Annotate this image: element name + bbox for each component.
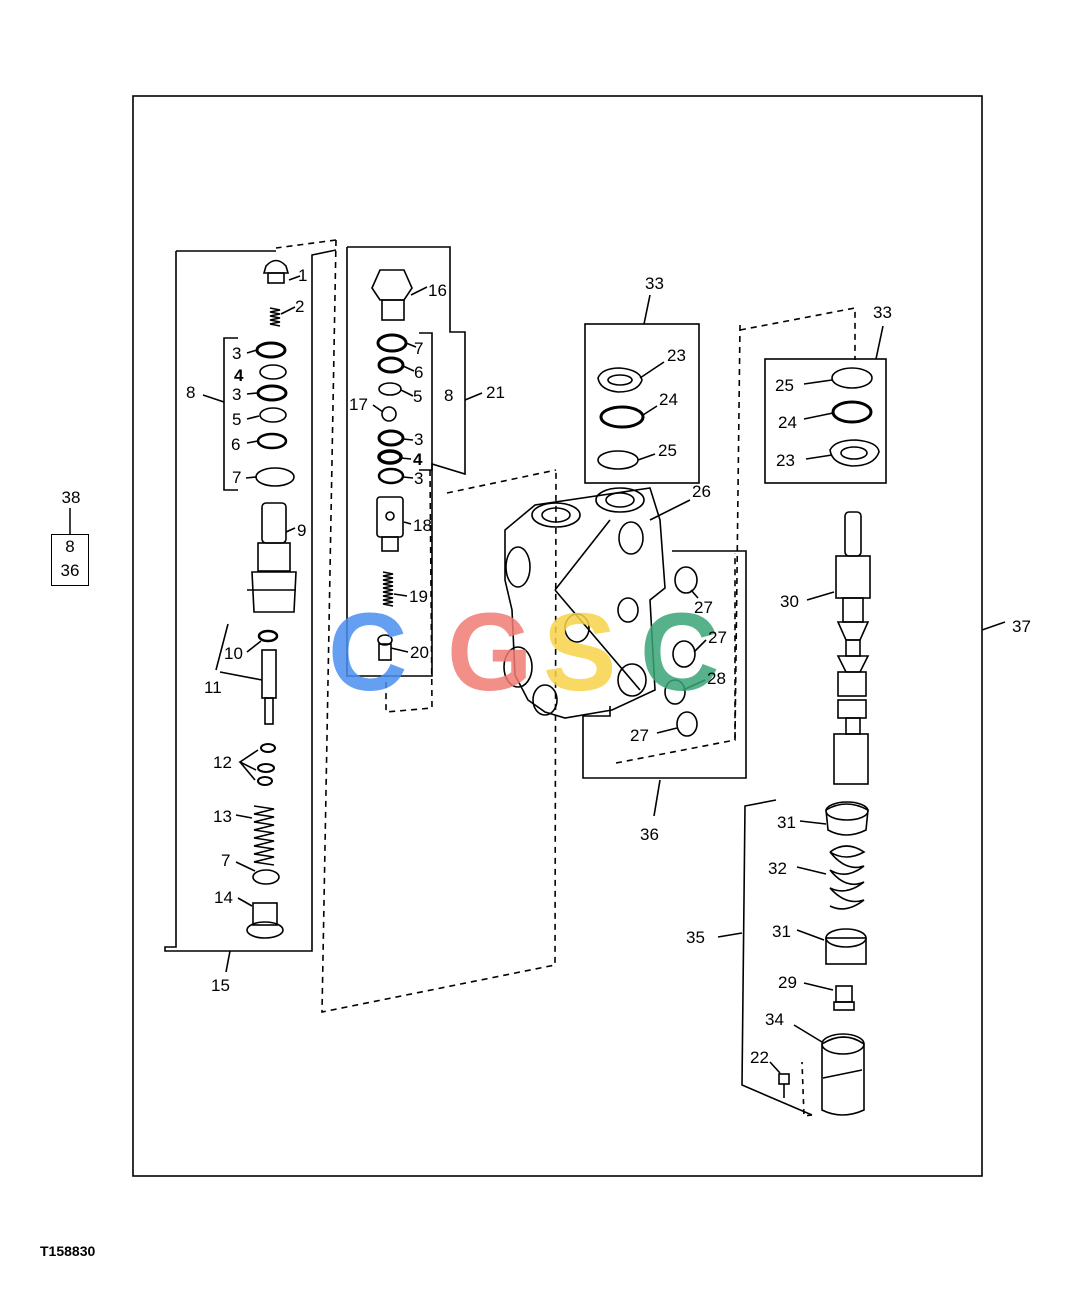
callout: 30: [780, 592, 799, 611]
part-30-spool: [833, 511, 871, 785]
callout: 18: [413, 516, 432, 535]
callout: 1: [298, 266, 307, 285]
callout: 15: [211, 976, 230, 995]
callout: 34: [765, 1010, 784, 1029]
callout: 9: [297, 521, 306, 540]
watermark-letter-3: S: [543, 591, 616, 714]
callout: 31: [777, 813, 796, 832]
group-21-dashed: [321, 239, 557, 1013]
callout: 17: [349, 395, 368, 414]
callout: 12: [213, 753, 232, 772]
reference-box-line-2: 36: [60, 561, 80, 580]
callout: 28: [707, 669, 726, 688]
callout: 20: [410, 643, 429, 662]
callout: 3: [414, 469, 423, 488]
part-26-valve-body: [503, 487, 691, 719]
callout: 24: [659, 390, 678, 409]
watermark-letter-1: C: [328, 591, 407, 714]
callout: 14: [214, 888, 233, 907]
callout: 2: [295, 297, 304, 316]
callout: 33: [645, 274, 664, 293]
callout: 4: [413, 450, 423, 469]
watermark: C G S C: [328, 591, 719, 714]
callout: 31: [772, 922, 791, 941]
callout: 8: [186, 383, 195, 402]
callout: 32: [768, 859, 787, 878]
part-13-spring: [253, 805, 275, 866]
callout-labels: 1 2 3 4 3 5 6 7 8 9 10 11 12 13 7 14 15 …: [186, 266, 1031, 1067]
callout: 29: [778, 973, 797, 992]
part-1-cap: [262, 259, 290, 274]
callout: 11: [204, 678, 222, 697]
reference-number: 38: [61, 488, 81, 507]
callout: 22: [750, 1048, 769, 1067]
group-15-outline: [164, 249, 337, 952]
callout: 27: [630, 726, 649, 745]
part-18-piston: [376, 496, 404, 538]
callout: 7: [232, 468, 241, 487]
part-2-spring: [269, 307, 281, 327]
diagram-frame: [132, 95, 983, 1177]
callout: 8: [444, 386, 453, 405]
callout: 37: [1012, 617, 1031, 636]
callout: 24: [778, 413, 797, 432]
callout: 25: [775, 376, 794, 395]
callout: 19: [409, 587, 428, 606]
callout: 16: [428, 281, 447, 300]
callout: 5: [232, 410, 241, 429]
callout: 25: [658, 441, 677, 460]
callout: 13: [213, 807, 232, 826]
reference-box-line-1: 8: [65, 537, 75, 556]
callout: 3: [232, 344, 241, 363]
watermark-letter-4: C: [640, 591, 719, 714]
callout: 23: [667, 346, 686, 365]
callout: 6: [231, 435, 240, 454]
figure-id: T158830: [40, 1243, 96, 1259]
part-32-spring: [829, 845, 866, 910]
callout: 27: [694, 598, 713, 617]
callout: 7: [414, 339, 423, 358]
callout: 26: [692, 482, 711, 501]
part-34-housing: [821, 1036, 865, 1116]
part-16-plug: [371, 269, 413, 301]
callout: 5: [413, 387, 422, 406]
callout: 33: [873, 303, 892, 322]
watermark-letter-2: G: [447, 591, 533, 714]
callout: 23: [776, 451, 795, 470]
callout: 21: [486, 383, 505, 402]
callout: 4: [234, 366, 244, 385]
reference-box: 8 36: [51, 534, 89, 586]
callout: 35: [686, 928, 705, 947]
callout: 27: [708, 628, 727, 647]
callout: 7: [221, 851, 230, 870]
part-9-valve: [261, 502, 287, 544]
callout: 10: [224, 644, 243, 663]
callout: 3: [232, 385, 241, 404]
callout: 6: [414, 363, 423, 382]
callout: 3: [414, 430, 423, 449]
callout: 36: [640, 825, 659, 844]
